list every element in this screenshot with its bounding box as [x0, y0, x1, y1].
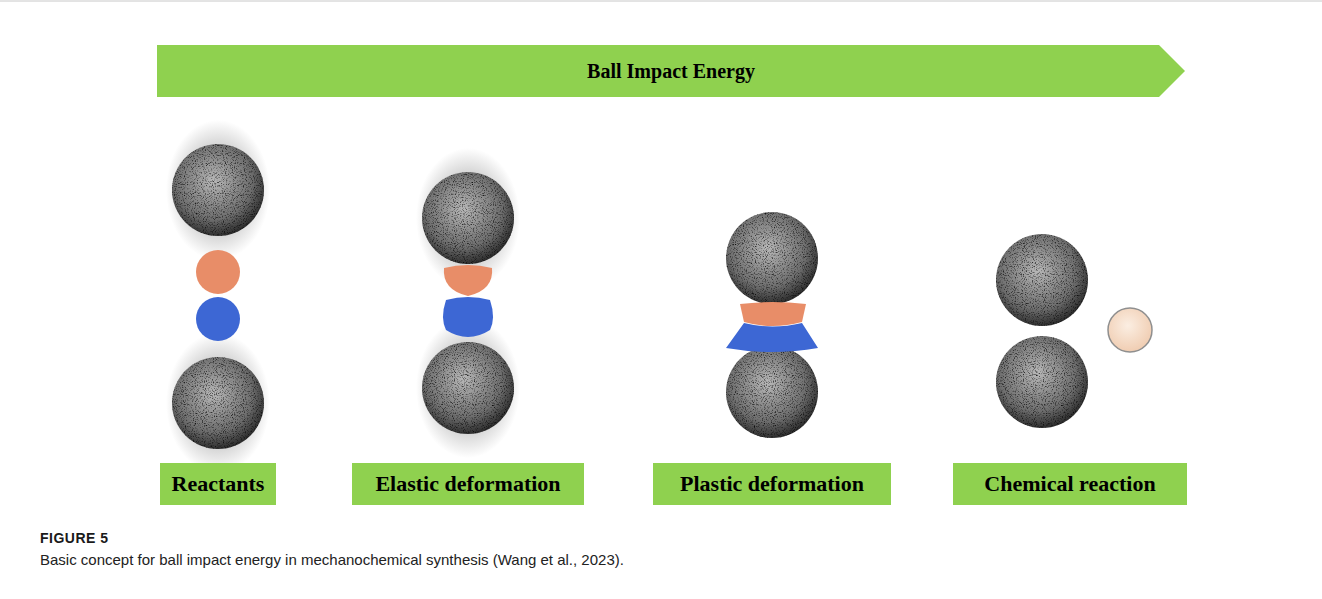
- stage-label-box: Reactants: [160, 463, 276, 505]
- ball-texture: [996, 336, 1088, 428]
- milling-ball: [996, 336, 1088, 428]
- ball-texture: [996, 234, 1088, 326]
- stage-label-box: Plastic deformation: [653, 463, 891, 505]
- milling-ball: [172, 144, 264, 236]
- milling-ball: [726, 212, 818, 304]
- figure-number: FIGURE 5: [40, 530, 109, 546]
- ball-texture: [422, 172, 514, 264]
- milling-ball: [172, 357, 264, 449]
- banner-title: Ball Impact Energy: [587, 60, 755, 83]
- stage-label-box: Elastic deformation: [352, 463, 584, 505]
- motion-blur: [166, 333, 270, 473]
- energy-arrow-banner: Ball Impact Energy: [157, 45, 1185, 97]
- stage-label: Elastic deformation: [375, 471, 560, 497]
- motion-blur: [166, 120, 270, 260]
- stage-label: Chemical reaction: [984, 471, 1155, 497]
- motion-blur: [416, 318, 520, 458]
- milling-ball: [422, 172, 514, 264]
- stage-label: Reactants: [172, 471, 265, 497]
- milling-ball: [726, 346, 818, 438]
- milling-ball: [422, 342, 514, 434]
- ball-texture: [172, 144, 264, 236]
- ball-texture: [726, 346, 818, 438]
- stage-label: Plastic deformation: [680, 471, 864, 497]
- stage-label-box: Chemical reaction: [953, 463, 1187, 505]
- figure-caption: Basic concept for ball impact energy in …: [40, 551, 1280, 568]
- ball-texture: [172, 357, 264, 449]
- ball-texture: [726, 212, 818, 304]
- ball-texture: [422, 342, 514, 434]
- milling-ball: [996, 234, 1088, 326]
